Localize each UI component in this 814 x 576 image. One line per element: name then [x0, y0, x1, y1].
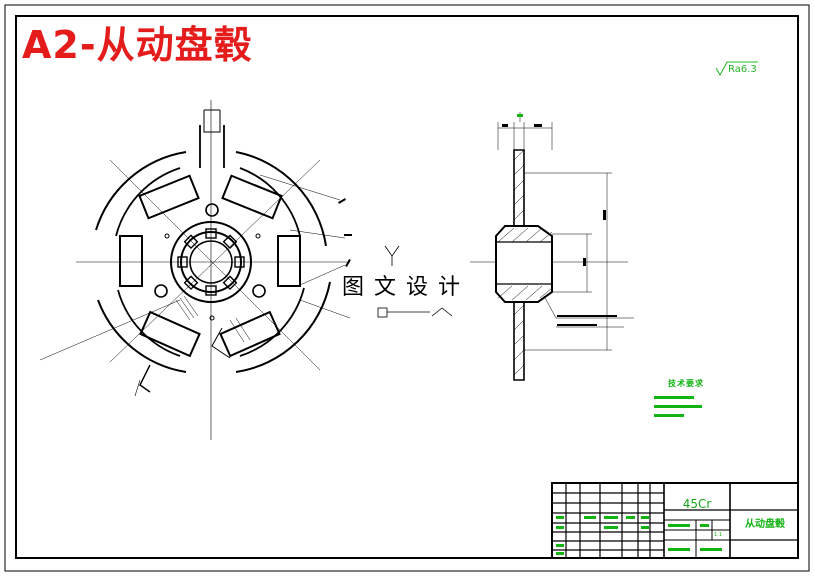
dimension-marks	[338, 114, 617, 326]
outer-border	[4, 4, 810, 572]
scale-value: 1:1	[714, 532, 723, 538]
roughness-symbol-icon	[715, 61, 758, 77]
inner-border	[15, 15, 799, 559]
title-block-labels	[556, 516, 722, 555]
roughness-label: Ra6.3	[728, 64, 757, 75]
watermark: 图文设计	[340, 275, 473, 300]
tech-notes	[654, 396, 702, 417]
sheet-title: A2-从动盘毂	[22, 23, 253, 67]
section-view	[470, 112, 634, 381]
title-block	[551, 482, 799, 559]
part-name: 从动盘毂	[745, 519, 785, 530]
material-label: 45Cr	[682, 497, 712, 511]
section-symbol	[377, 245, 453, 318]
front-view	[39, 100, 351, 440]
tech-requirements-title: 技术要求	[668, 379, 704, 388]
